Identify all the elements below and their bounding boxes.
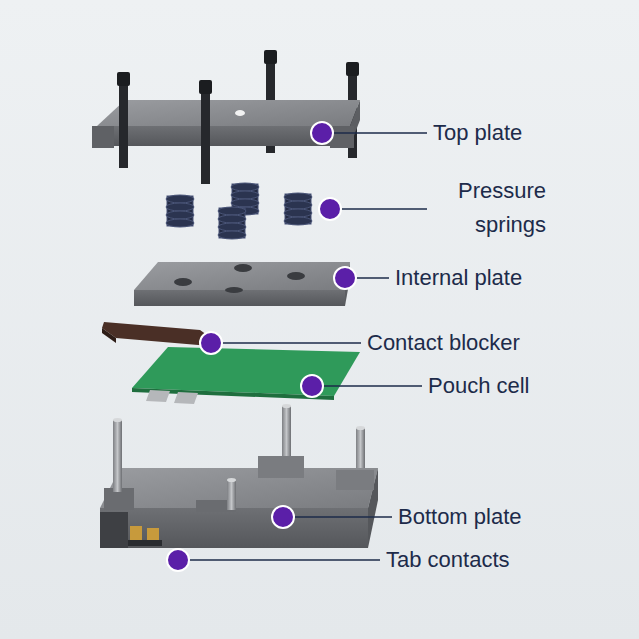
- part-label: Tab contacts: [386, 545, 510, 575]
- bolts: [117, 72, 212, 184]
- internal-plate: [134, 262, 350, 306]
- part-label: Top plate: [433, 118, 522, 148]
- pouch-cell: [132, 347, 360, 404]
- part-label: Contact blocker: [367, 328, 520, 358]
- callout-dots: [167, 122, 356, 571]
- part-label: Bottom plate: [398, 502, 522, 532]
- bottom-pins: [113, 418, 236, 510]
- bottom-plate: [100, 456, 378, 548]
- top-plate: [92, 100, 360, 148]
- part-label: Pressure springs: [430, 174, 546, 242]
- part-label: Internal plate: [395, 263, 522, 293]
- tab-contacts: [128, 526, 162, 546]
- part-label: Pouch cell: [428, 371, 530, 401]
- contact-blocker: [102, 322, 214, 346]
- pressure-springs: [166, 183, 312, 239]
